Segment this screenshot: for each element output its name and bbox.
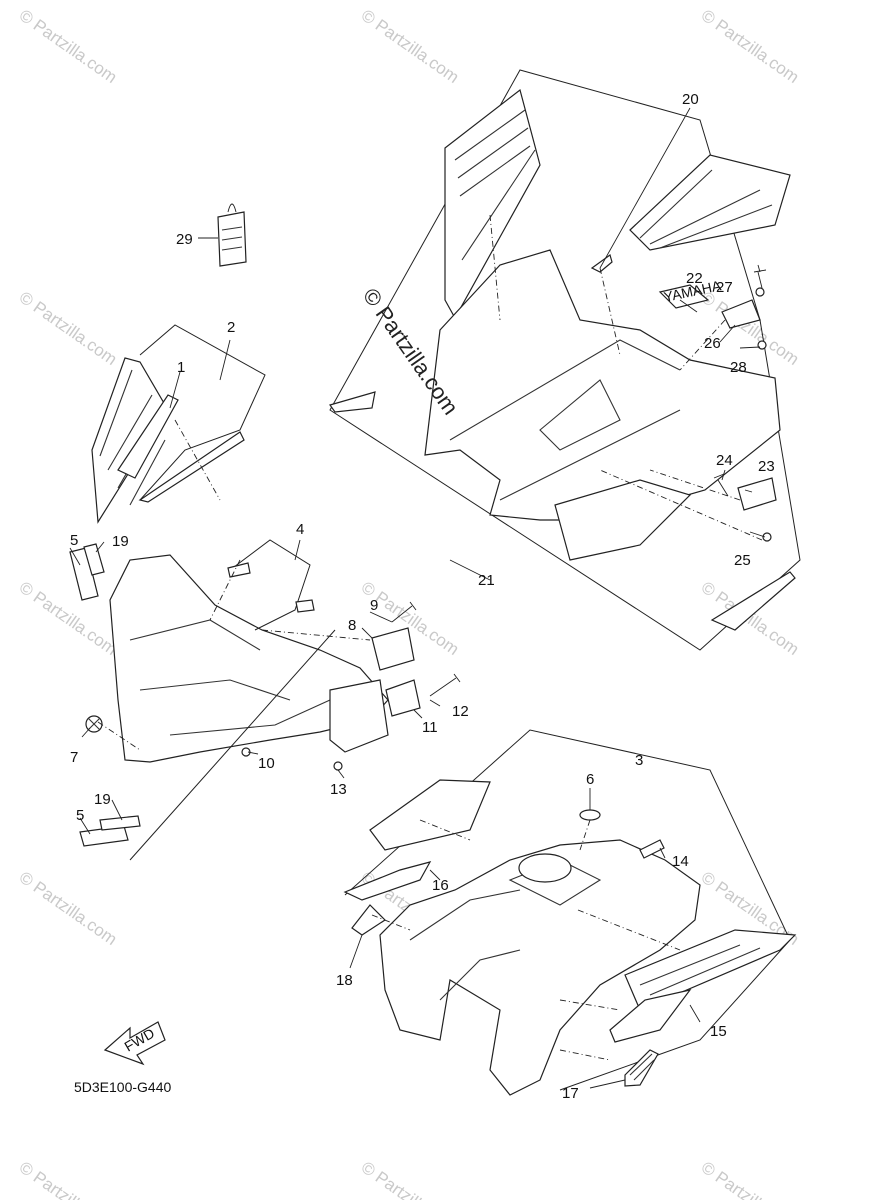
callout-27: 27 [716,279,733,296]
watermark: © Partzilla.com [16,1158,121,1200]
front-fender-group [69,324,461,861]
callout-1: 1 [177,359,185,376]
callout-21: 21 [478,572,495,589]
emblem-yamaha-upper [69,547,99,601]
hood-decal-center [117,394,179,479]
side-decal-15-lower [609,989,692,1043]
callout-29: 29 [176,231,193,248]
callout-8: 8 [348,617,356,634]
callout-18: 18 [336,972,353,989]
side-cover [379,839,701,1096]
side-decal-6 [579,809,601,821]
callout-6: 6 [586,771,594,788]
caution-tag-group [198,203,247,267]
rivet-27 [753,269,767,289]
callout-4: 4 [296,521,304,538]
watermark: © Partzilla.com [16,578,121,659]
watermark: © Partzilla.com [698,6,803,87]
nut-27 [755,287,765,297]
rivet-12 [429,673,461,697]
washer-28 [757,340,767,350]
callout-3: 3 [635,752,643,769]
washer-25 [762,532,772,542]
callout-14: 14 [672,853,689,870]
watermark: © Partzilla.com [16,6,121,87]
watermark: © Partzilla.com [358,6,463,87]
rear-fender-side-decal [329,391,376,413]
rear-plate-23 [737,477,777,511]
callout-9: 9 [370,597,378,614]
callout-17: 17 [562,1085,579,1102]
emblem-model-lower [99,815,141,831]
side-decal-15-main [624,929,797,1011]
callout-19a: 19 [112,533,129,550]
callout-23: 23 [758,458,775,475]
callout-5a: 5 [70,532,78,549]
rivet-9 [391,601,417,623]
rear-emblem-yamaha [658,284,710,309]
callout-28: 28 [730,359,747,376]
watermark: © Partzilla.com [358,1158,463,1200]
callout-7: 7 [70,749,78,766]
side-decal-16-lower [343,861,432,901]
side-decal-16-upper [369,779,491,851]
rear-fender-tail-decal [710,571,796,631]
watermark: © Partzilla.com [16,868,121,949]
rivet-24 [713,473,729,497]
callout-22: 22 [686,270,703,287]
rear-decal-tab [590,254,613,273]
watermark: © Partzilla.com [16,288,121,369]
callout-25: 25 [734,552,751,569]
rear-decal-right [629,154,791,251]
hood-decal-right [138,431,245,503]
rear-decal-left [444,88,541,320]
fender-plate-11 [385,679,421,717]
callout-16: 16 [432,877,449,894]
callout-13: 13 [330,781,347,798]
fwd-arrow-shape [103,1021,166,1066]
rear-plate-26 [721,299,761,329]
callout-12: 12 [452,703,469,720]
callout-layer: 1 2 3 4 5 5 6 7 8 9 10 11 12 13 14 15 16… [70,91,775,1102]
rear-fender-lower-flap [554,479,692,561]
side-decal-18 [351,904,386,936]
callout-20: 20 [682,91,699,108]
watermark: © Partzilla.com [698,288,803,369]
diagram-code: 5D3E100-G440 [74,1079,172,1095]
fender-decal-4b [295,599,315,613]
hood-decal-left [91,357,169,524]
front-fender-mudflap [329,679,389,753]
callout-11: 11 [422,719,438,736]
watermark: © Partzilla.com [698,1158,803,1200]
washer-13 [333,761,343,771]
callout-10: 10 [258,755,275,772]
side-decal-17 [624,1049,659,1087]
side-cover-group [343,729,797,1096]
side-decal-14 [639,839,665,859]
callout-15: 15 [710,1023,727,1040]
callout-19b: 19 [94,791,111,808]
rear-fender-group: YAMAHA [329,69,801,651]
fender-plate-8 [371,627,415,671]
watermark: © Partzilla.com [698,578,803,659]
fwd-arrow: FWD [103,1021,166,1066]
callout-24: 24 [716,452,733,469]
fuel-cap-opening [518,853,572,883]
emblem-model-upper [83,543,105,576]
callout-26: 26 [704,335,721,352]
fender-decal-4a [227,562,251,578]
callout-5b: 5 [76,807,84,824]
callout-2: 2 [227,319,235,336]
